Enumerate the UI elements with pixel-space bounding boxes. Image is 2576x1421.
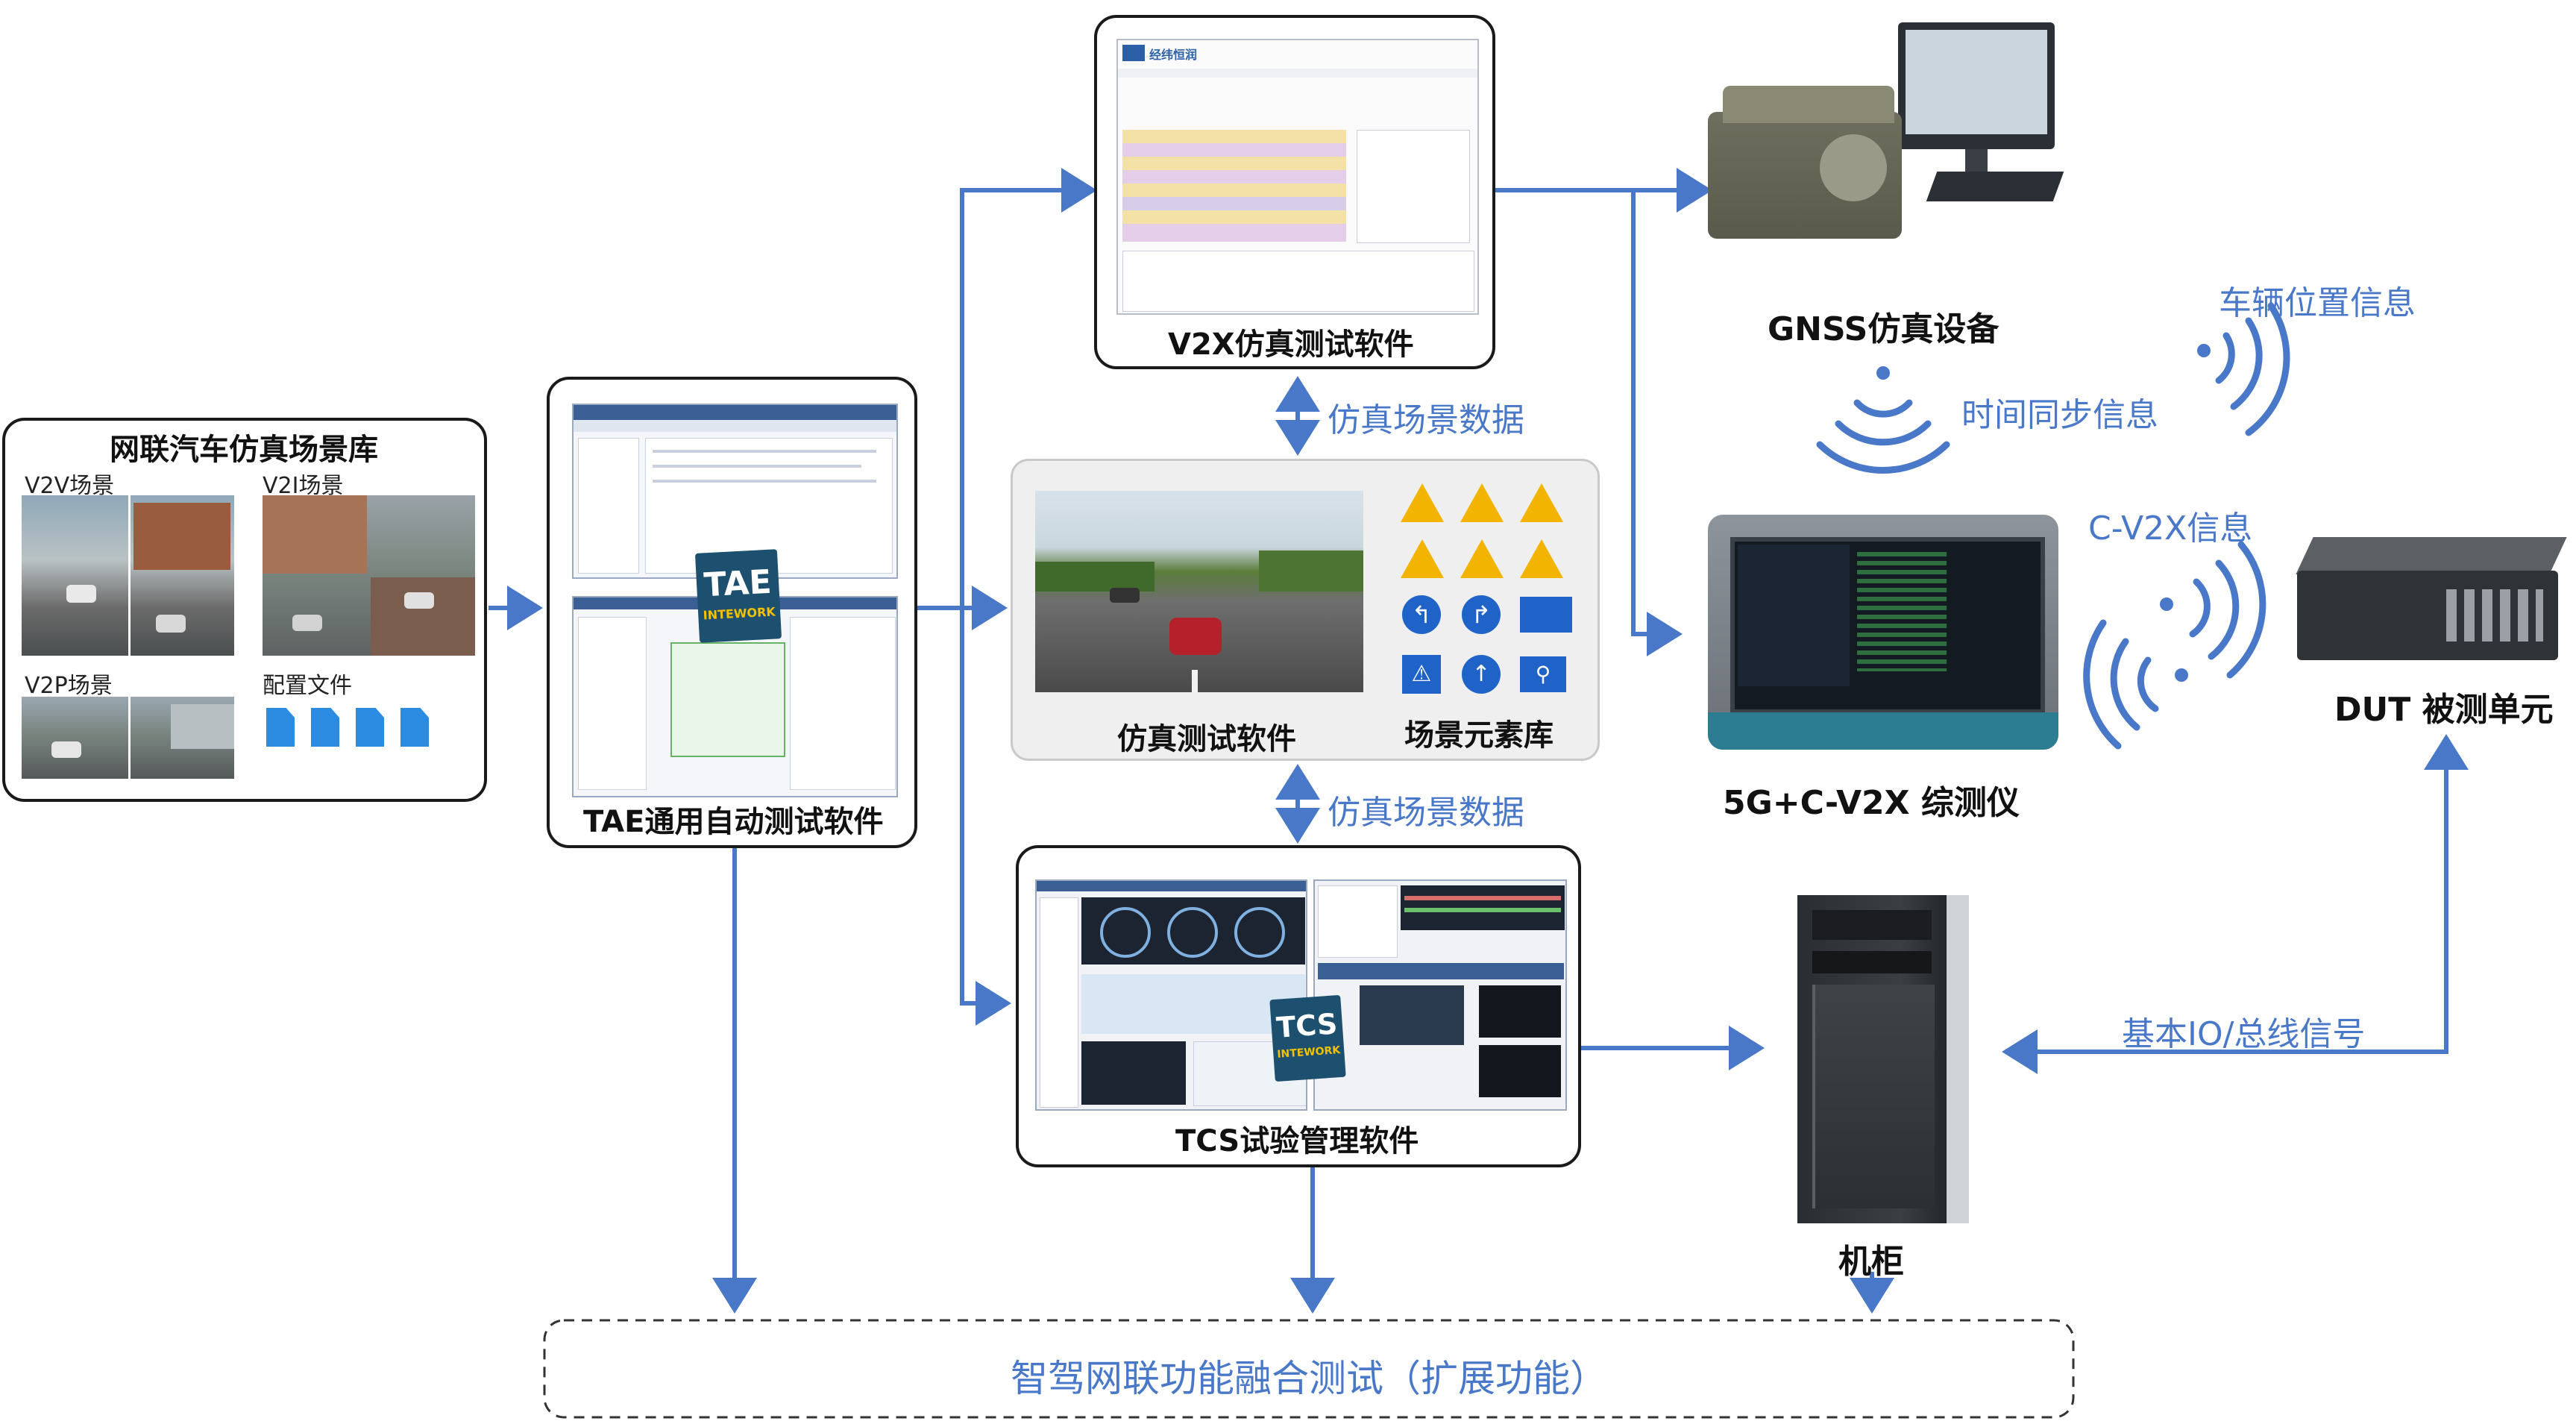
document-icon <box>311 708 339 747</box>
arrow-tae-to-tcs <box>960 608 1011 1026</box>
direction-sign-icon: ↑ <box>1462 655 1501 694</box>
arrow-v2x-to-tester <box>1631 190 1683 656</box>
wireless-signal-icon <box>1816 366 1950 474</box>
v2x-screenshot: 经纬恒润 <box>1116 39 1479 315</box>
v2p-label: V2P场景 <box>25 673 113 699</box>
tester-caption: 5G+C-V2X 综测仪 <box>1723 784 2020 822</box>
fusion-test-label: 智驾网联功能融合测试（扩展功能） <box>1011 1357 1607 1400</box>
tae-software-box: TAE INTEWORK TAE通用自动测试软件 <box>547 377 917 848</box>
tcs-software-box: TCS INTEWORK TCS试验管理软件 <box>1016 845 1581 1167</box>
cabinet-image <box>1797 895 1969 1223</box>
tcs-logo-icon: TCS INTEWORK <box>1269 994 1346 1082</box>
v2x-caption: V2X仿真测试软件 <box>1168 327 1414 362</box>
elements-caption: 场景元素库 <box>1404 718 1554 753</box>
config-files <box>266 708 468 753</box>
tcs-logo-sub: INTEWORK <box>1276 1044 1341 1061</box>
warning-sign-icon <box>1460 539 1504 578</box>
gnss-device-image <box>1708 22 2066 269</box>
driving-scene-image <box>1035 491 1363 692</box>
warning-sign-icon <box>1520 539 1563 578</box>
warning-sign-icon <box>1520 483 1563 522</box>
tae-logo-main: TAE <box>703 562 773 605</box>
scene-elements-grid: ↰ ↱ ⚠ ↑ ⚲ <box>1401 483 1580 715</box>
v2p-scene-image <box>22 697 234 779</box>
document-icon <box>400 708 429 747</box>
v2v-label: V2V场景 <box>25 473 115 499</box>
v2x-brand: 经纬恒润 <box>1149 48 1198 62</box>
direction-sign-icon: ↱ <box>1462 595 1501 634</box>
scene-library-title: 网联汽车仿真场景库 <box>110 433 378 467</box>
v2i-scene-image <box>263 495 475 656</box>
io-bus-label: 基本IO/总线信号 <box>2122 1015 2366 1053</box>
sim-data-label-bottom: 仿真场景数据 <box>1328 794 1524 832</box>
direction-sign-icon: ↰ <box>1402 595 1441 634</box>
config-label: 配置文件 <box>263 673 352 699</box>
document-icon <box>266 708 295 747</box>
warning-sign-icon <box>1401 483 1444 522</box>
dut-device-image <box>2296 537 2573 660</box>
arrow-tae-to-v2x <box>917 168 1097 610</box>
tcs-screenshot-left <box>1035 879 1307 1111</box>
tcs-caption: TCS试验管理软件 <box>1175 1124 1419 1158</box>
tae-logo-sub: INTEWORK <box>703 604 776 623</box>
scene-library-box: 网联汽车仿真场景库 V2V场景 V2I场景 V2P场景 配置文件 <box>2 418 487 802</box>
warning-sign-icon <box>1460 483 1504 522</box>
arrow-dut-to-cabinet <box>2002 757 2448 1074</box>
sim-data-label-top: 仿真场景数据 <box>1328 401 1524 439</box>
pedestrian-sign-icon: ⚠ <box>1402 655 1441 694</box>
v2i-label: V2I场景 <box>263 473 344 499</box>
tae-logo-icon: TAE INTEWORK <box>694 549 782 643</box>
dut-caption: DUT 被测单元 <box>2334 691 2554 729</box>
simulation-box: ↰ ↱ ⚠ ↑ ⚲ 仿真测试软件 场景元素库 <box>1011 459 1600 761</box>
tcs-screenshot-right <box>1313 879 1567 1111</box>
bicycle-sign-icon: ⚲ <box>1520 656 1566 692</box>
tae-caption: TAE通用自动测试软件 <box>583 805 884 839</box>
v2v-scene-image <box>22 495 234 656</box>
sim-caption: 仿真测试软件 <box>1117 722 1296 756</box>
fusion-test-box <box>543 1319 2075 1419</box>
cv2x-label: C-V2X信息 <box>2088 509 2253 548</box>
vehicle-position-label: 车辆位置信息 <box>2219 284 2416 322</box>
cabinet-caption: 机柜 <box>1838 1243 1904 1281</box>
warning-sign-icon <box>1401 539 1444 578</box>
direction-sign-icon <box>1520 597 1572 633</box>
gnss-caption: GNSS仿真设备 <box>1768 310 1999 348</box>
tester-device-image <box>1708 515 2058 750</box>
tcs-logo-main: TCS <box>1275 1007 1339 1044</box>
document-icon <box>356 708 384 747</box>
wireless-signal-icon <box>2083 541 2266 750</box>
time-sync-label: 时间同步信息 <box>1961 396 2158 434</box>
v2x-software-box: 经纬恒润 V2X仿真测试软件 <box>1094 15 1495 369</box>
wireless-signal-icon <box>2197 302 2290 436</box>
